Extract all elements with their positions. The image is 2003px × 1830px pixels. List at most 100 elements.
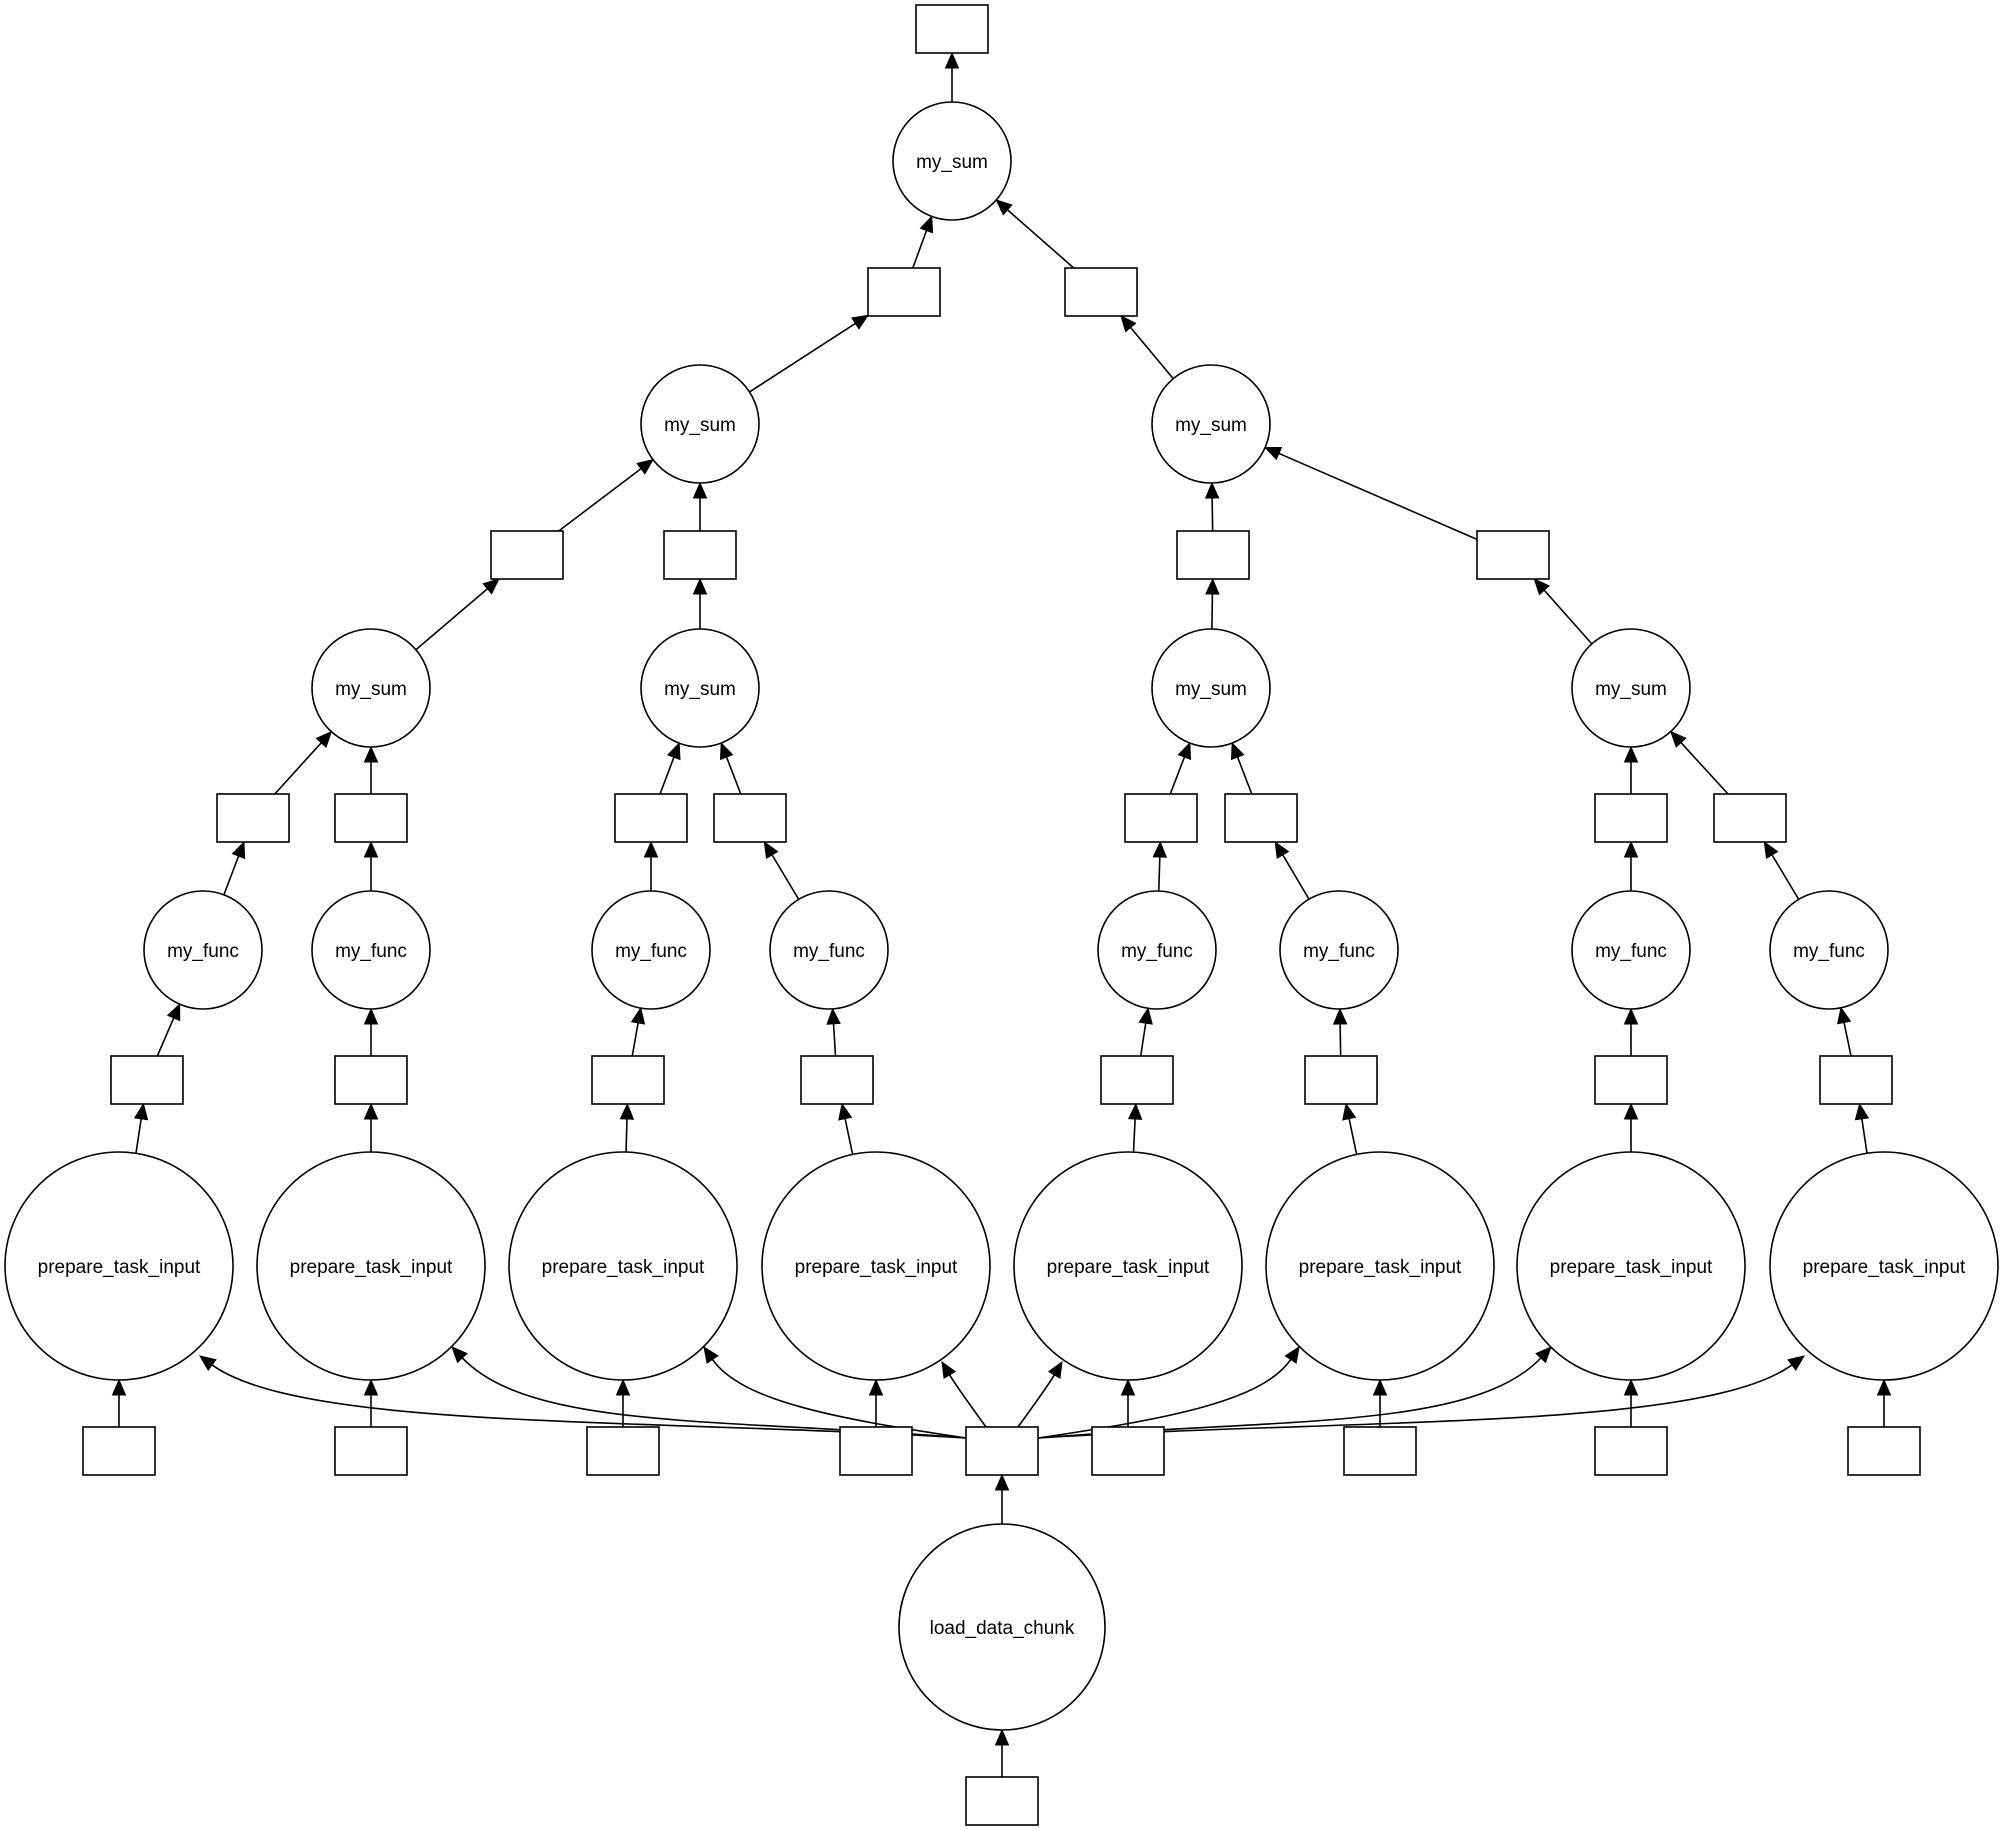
edge-sum_l-to-box_r1l xyxy=(749,322,856,393)
arrowhead-load-to-box_data xyxy=(994,1473,1010,1491)
node-prep-6: prepare_task_input xyxy=(1265,1151,1495,1381)
edge-box_f5-to-sum_3 xyxy=(1169,756,1186,795)
node-label: prepare_task_input xyxy=(1299,1257,1462,1278)
node-prep-5: prepare_task_input xyxy=(1013,1151,1243,1381)
edge-box_data-to-prep_8 xyxy=(1037,1363,1794,1439)
data-node-box xyxy=(1100,1055,1174,1105)
node-box-f8 xyxy=(1713,793,1787,843)
data-node-box xyxy=(334,1055,408,1105)
edge-box_p3-to-func_3 xyxy=(631,1022,639,1057)
arrowhead-func_3-to-box_f3 xyxy=(643,840,659,858)
node-label: my_sum xyxy=(664,679,736,700)
arrowhead-box_data-to-prep_3 xyxy=(703,1345,719,1364)
arrowhead-prep_3-to-box_p3 xyxy=(619,1102,635,1120)
node-box-f6 xyxy=(1224,793,1298,843)
node-label: my_func xyxy=(1121,941,1193,962)
edge-box_data-to-prep_4 xyxy=(948,1373,987,1428)
task-node-circle xyxy=(508,1151,738,1381)
node-label: prepare_task_input xyxy=(1047,1257,1210,1278)
edge-prep_8-to-box_p8 xyxy=(1861,1118,1868,1154)
node-box-r2a xyxy=(490,530,564,580)
node-box-p3 xyxy=(591,1055,665,1105)
node-func-1: my_func xyxy=(143,890,263,1010)
node-label: prepare_task_input xyxy=(38,1257,201,1278)
node-label: prepare_task_input xyxy=(1550,1257,1713,1278)
node-label: prepare_task_input xyxy=(542,1257,705,1278)
arrowhead-box_f5-to-sum_3 xyxy=(1177,741,1192,761)
node-box-f1 xyxy=(216,793,290,843)
node-label: my_sum xyxy=(916,152,988,173)
task-node-circle xyxy=(256,1151,486,1381)
data-node-box xyxy=(1713,793,1787,843)
edge-func_8-to-box_f8 xyxy=(1771,854,1800,900)
node-box-p6 xyxy=(1304,1055,1378,1105)
data-node-box xyxy=(586,1426,660,1476)
node-func-3: my_func xyxy=(591,890,711,1010)
arrowhead-box_data-to-prep_7 xyxy=(1535,1346,1552,1364)
node-func-4: my_func xyxy=(769,890,889,1010)
data-node-box xyxy=(1124,793,1198,843)
node-box-in4 xyxy=(839,1426,913,1476)
task-node-circle xyxy=(1571,628,1691,748)
task-node-circle xyxy=(640,628,760,748)
node-box-r1l xyxy=(867,267,941,317)
task-node-circle xyxy=(769,890,889,1010)
data-node-box xyxy=(1594,1055,1668,1105)
node-label: my_func xyxy=(793,941,865,962)
edge-box_r1r-to-sum_root xyxy=(1007,209,1075,269)
data-node-box xyxy=(334,793,408,843)
edge-box_data-to-prep_3 xyxy=(711,1358,967,1439)
data-node-box xyxy=(839,1426,913,1476)
node-label: load_data_chunk xyxy=(930,1618,1075,1639)
task-node-circle xyxy=(892,101,1012,221)
task-node-circle xyxy=(1151,628,1271,748)
arrowhead-prep_5-to-box_p5 xyxy=(1127,1102,1143,1120)
node-prep-3: prepare_task_input xyxy=(508,1151,738,1381)
node-box-r1r xyxy=(1064,267,1138,317)
node-box-p5 xyxy=(1100,1055,1174,1105)
node-func-7: my_func xyxy=(1571,890,1691,1010)
edge-box_f4-to-sum_2 xyxy=(725,756,742,795)
task-node-circle xyxy=(1516,1151,1746,1381)
node-box-data xyxy=(965,1426,1039,1476)
arrowhead-prep_8-to-box_p8 xyxy=(1854,1102,1870,1121)
node-func-8: my_func xyxy=(1769,890,1889,1010)
node-func-6: my_func xyxy=(1279,890,1399,1010)
node-label: my_sum xyxy=(1175,679,1247,700)
arrowhead-box_p2-to-func_2 xyxy=(363,1007,379,1025)
arrowhead-box_r2a-to-sum_l xyxy=(636,458,654,475)
node-label: prepare_task_input xyxy=(290,1257,453,1278)
arrowhead-box_f3-to-sum_2 xyxy=(666,742,681,761)
task-node-circle xyxy=(1769,890,1889,1010)
arrowhead-box_data-to-prep_5 xyxy=(1047,1360,1063,1380)
task-node-circle xyxy=(4,1151,234,1381)
node-sum-3: my_sum xyxy=(1151,628,1271,748)
node-box-r2b xyxy=(663,530,737,580)
arrowhead-box_data-to-prep_1 xyxy=(198,1355,217,1372)
data-node-box xyxy=(1224,793,1298,843)
node-prep-4: prepare_task_input xyxy=(761,1151,991,1381)
edge-prep_5-to-box_p5 xyxy=(1132,1118,1136,1153)
data-node-box xyxy=(614,793,688,843)
arrowhead-sum_root-to-box_top xyxy=(944,51,960,69)
node-label: my_func xyxy=(167,941,239,962)
arrowhead-box_in3-to-prep_3 xyxy=(615,1378,631,1396)
node-label: my_func xyxy=(1303,941,1375,962)
task-node-circle xyxy=(311,890,431,1010)
arrowhead-box_in6-to-prep_6 xyxy=(1372,1378,1388,1396)
edge-box_r2a-to-sum_l xyxy=(558,468,642,532)
node-box-in6 xyxy=(1343,1426,1417,1476)
data-node-box xyxy=(800,1055,874,1105)
node-box-in2 xyxy=(334,1426,408,1476)
arrowhead-box_r2c-to-sum_r xyxy=(1204,481,1220,499)
data-node-box xyxy=(1091,1426,1165,1476)
arrowhead-prep_2-to-box_p2 xyxy=(363,1102,379,1120)
data-node-box xyxy=(1594,793,1668,843)
edge-sum_3-to-box_r2c xyxy=(1211,593,1214,630)
node-box-f3 xyxy=(614,793,688,843)
edge-box_p5-to-func_5 xyxy=(1139,1023,1147,1057)
data-node-box xyxy=(1847,1426,1921,1476)
edge-prep_1-to-box_p1 xyxy=(135,1118,142,1154)
node-label: my_sum xyxy=(335,679,407,700)
task-node-circle xyxy=(1769,1151,1999,1381)
